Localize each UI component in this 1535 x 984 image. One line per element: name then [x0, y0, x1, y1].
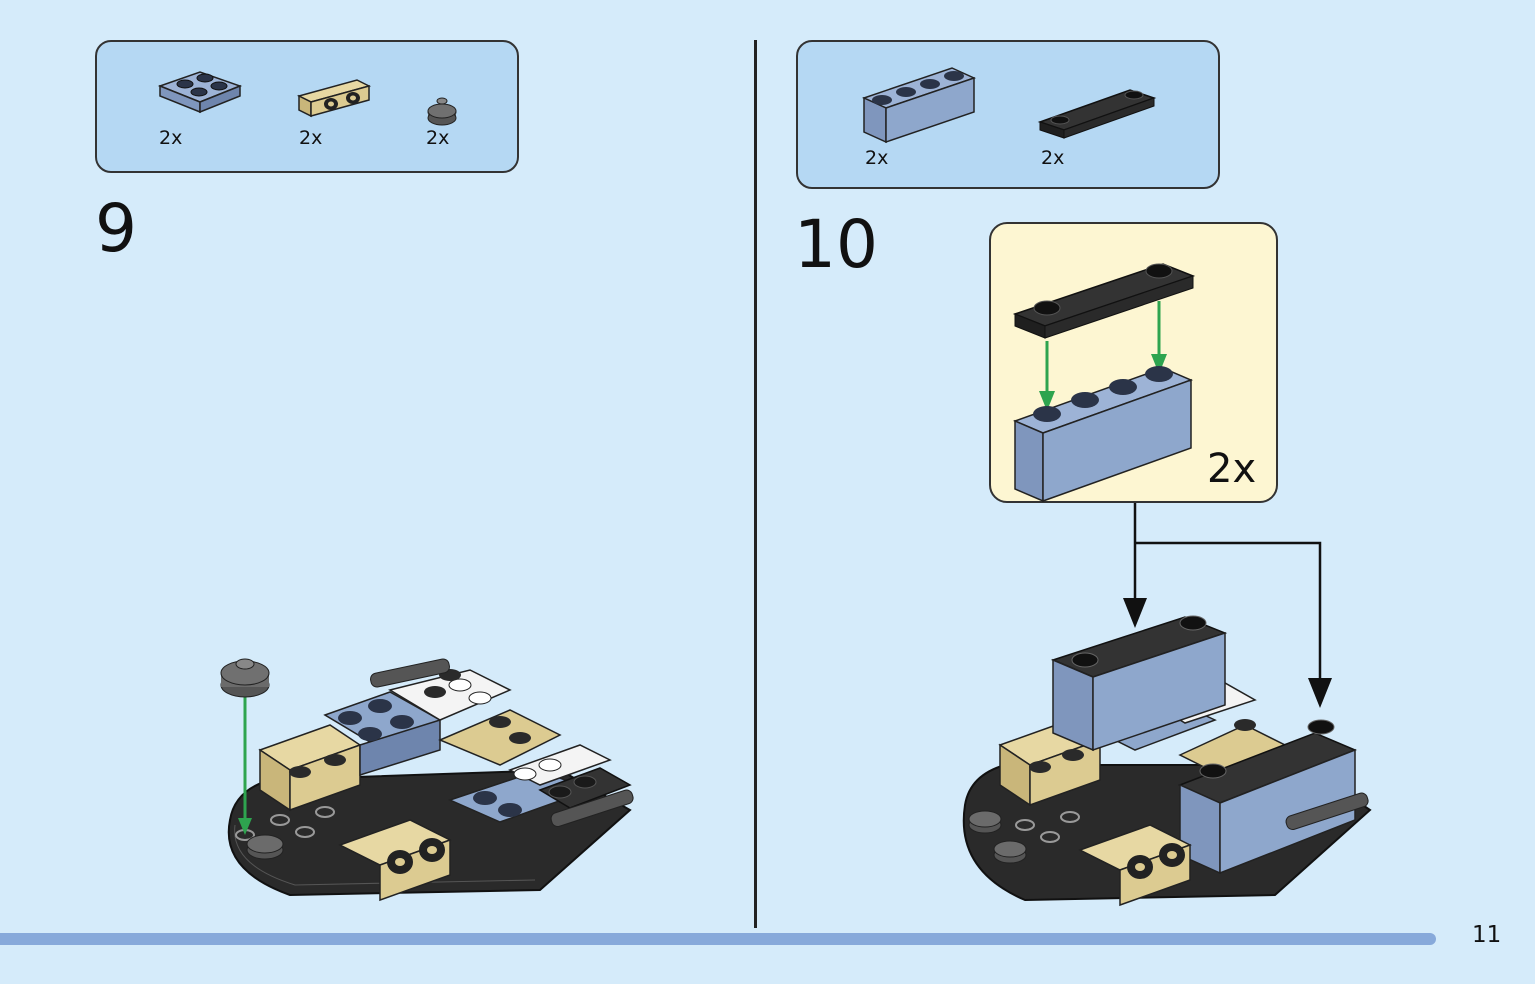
black-1x4-tile-icon — [1037, 89, 1157, 139]
step10-parts-box: 2x 2x — [796, 40, 1220, 189]
blue-1x4-brick-qty: 2x — [865, 147, 889, 169]
subassembly-callout: 2x — [989, 222, 1278, 503]
step9-number: 9 — [95, 190, 137, 267]
black-1x4-tile-qty: 2x — [1041, 147, 1065, 169]
tan-bracket-plate-qty: 2x — [299, 127, 323, 149]
blue-1x4-brick-icon — [861, 67, 977, 144]
tan-bracket-plate-icon — [296, 79, 372, 118]
step10-model-illustration — [962, 615, 1372, 907]
blue-2x2-plate-icon — [157, 71, 243, 114]
subassembly-qty: 2x — [1207, 446, 1257, 492]
step9-model-illustration — [220, 658, 634, 902]
dark-gray-round-plate-qty: 2x — [426, 127, 450, 149]
blue-2x2-plate-qty: 2x — [159, 127, 183, 149]
footer-bar — [0, 933, 1436, 945]
step9-parts-box: 2x 2x 2x — [95, 40, 519, 173]
page-divider — [754, 40, 757, 928]
page-number: 11 — [1472, 922, 1502, 948]
step10-number: 10 — [794, 206, 878, 283]
dark-gray-round-plate-icon — [427, 97, 457, 126]
callout-connector-arrows — [1123, 503, 1332, 708]
subassembly-illustration — [1012, 263, 1196, 503]
